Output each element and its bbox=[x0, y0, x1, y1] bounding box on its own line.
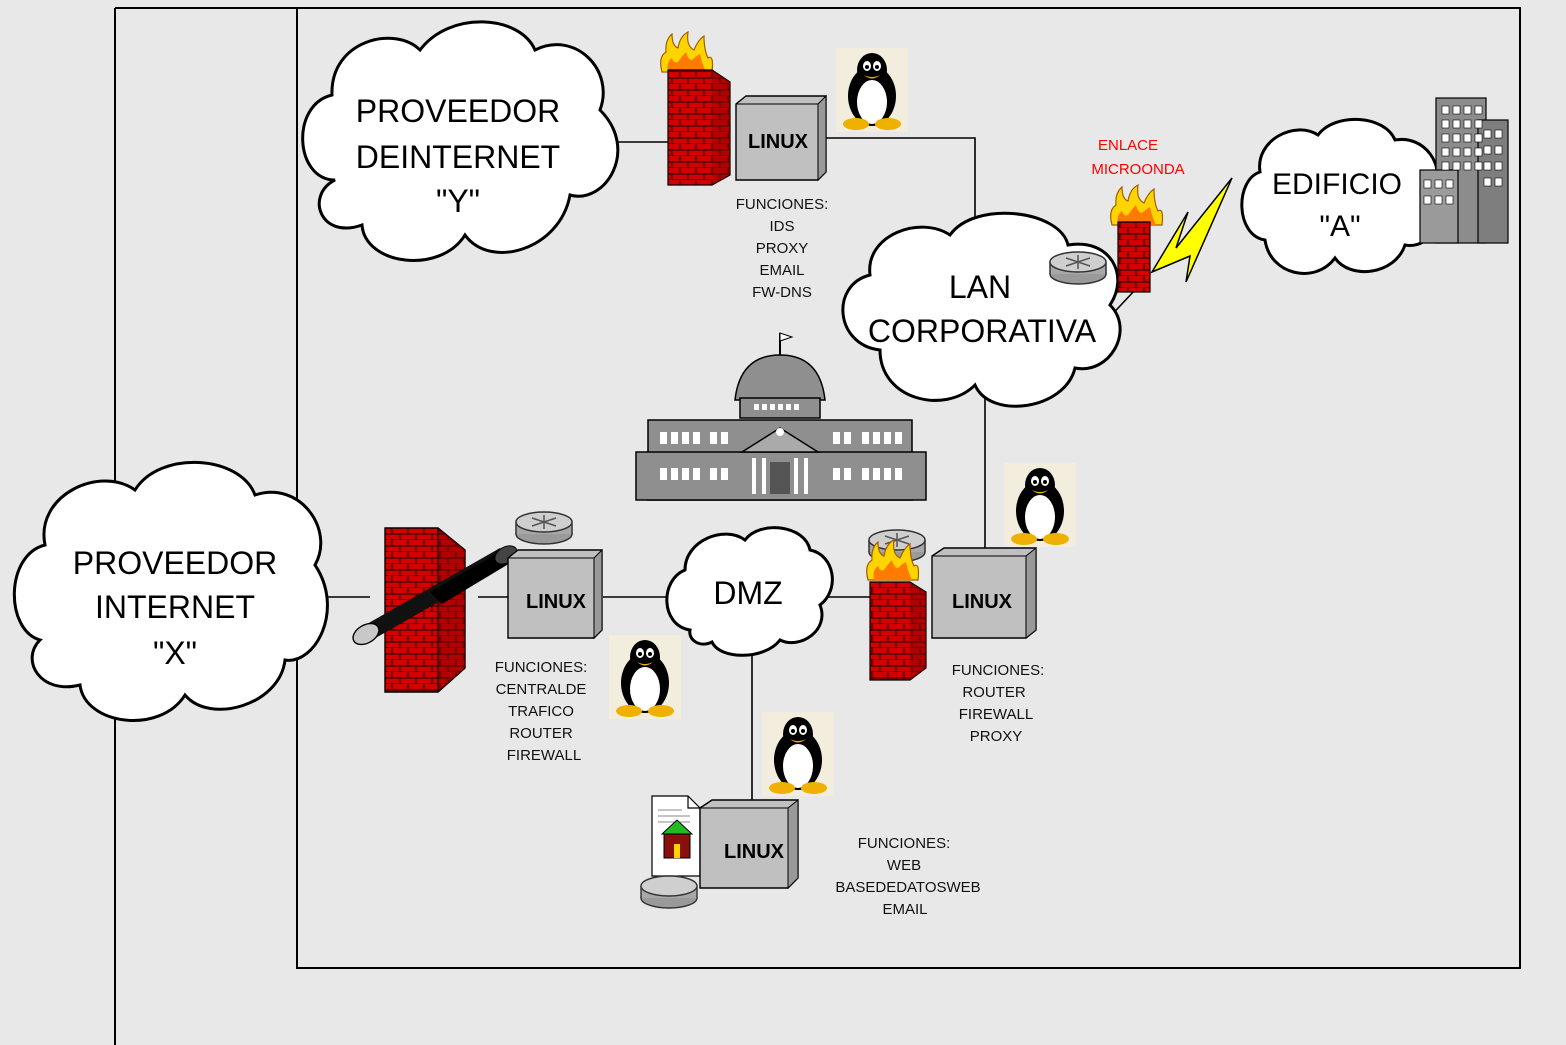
microwave-link-line2: MICROONDA bbox=[1091, 161, 1184, 178]
functions-left-line4: ROUTER bbox=[509, 725, 573, 742]
linux-server-right-label: LINUX bbox=[952, 591, 1013, 613]
penguin-right-icon bbox=[1004, 463, 1076, 547]
cloud-edificio: EDIFICIO "A" bbox=[1240, 117, 1444, 275]
government-building-icon bbox=[635, 332, 927, 501]
linux-server-top-label: LINUX bbox=[748, 131, 809, 153]
cloud-provider-y-line1: PROVEEDOR bbox=[356, 93, 560, 129]
firewall-right-icon bbox=[866, 539, 927, 681]
linux-server-left-label: LINUX bbox=[526, 591, 587, 613]
cloud-provider-x-line1: PROVEEDOR bbox=[73, 545, 277, 581]
functions-right-line2: ROUTER bbox=[962, 684, 1026, 701]
functions-bottom-line2: WEB bbox=[887, 857, 921, 874]
router-lan-icon bbox=[1049, 251, 1107, 285]
functions-top-line5: FW-DNS bbox=[752, 284, 812, 301]
cloud-lan: LAN CORPORATIVA bbox=[841, 211, 1122, 408]
functions-top-line2: IDS bbox=[769, 218, 794, 235]
functions-top-line1: FUNCIONES: bbox=[736, 196, 829, 213]
firewall-top-icon bbox=[660, 31, 731, 186]
functions-right: FUNCIONES: ROUTER FIREWALL PROXY bbox=[952, 662, 1045, 745]
functions-right-line4: PROXY bbox=[970, 728, 1023, 745]
cloud-provider-x-line3: "X" bbox=[153, 635, 197, 671]
functions-left-line5: FIREWALL bbox=[507, 747, 581, 764]
building-icon bbox=[1419, 97, 1509, 244]
lightning-icon bbox=[1150, 177, 1233, 283]
database-icon bbox=[640, 875, 698, 909]
linux-server-right: LINUX bbox=[931, 546, 1037, 640]
cloud-edificio-line2: "A" bbox=[1319, 210, 1360, 243]
functions-left-line2: CENTRALDE bbox=[496, 681, 587, 698]
functions-top-line3: PROXY bbox=[756, 240, 809, 257]
functions-bottom: FUNCIONES: WEB BASEDEDATOSWEB EMAIL bbox=[835, 835, 980, 918]
linux-server-top: LINUX bbox=[735, 94, 827, 182]
router-left-icon bbox=[515, 511, 573, 545]
cloud-lan-line2: CORPORATIVA bbox=[868, 313, 1097, 349]
firewall-left-icon bbox=[352, 527, 518, 693]
functions-left: FUNCIONES: CENTRALDE TRAFICO ROUTER FIRE… bbox=[495, 659, 588, 764]
penguin-top-icon bbox=[836, 48, 908, 132]
functions-bottom-line3: BASEDEDATOSWEB bbox=[835, 879, 980, 896]
functions-top-line4: EMAIL bbox=[759, 262, 804, 279]
cloud-provider-x-line2: INTERNET bbox=[95, 589, 255, 625]
functions-bottom-line4: EMAIL bbox=[882, 901, 927, 918]
linux-server-bottom: LINUX bbox=[699, 798, 799, 890]
microwave-link-line1: ENLACE bbox=[1098, 137, 1158, 154]
functions-left-line1: FUNCIONES: bbox=[495, 659, 588, 676]
linux-server-left: LINUX bbox=[507, 548, 603, 640]
functions-right-line1: FUNCIONES: bbox=[952, 662, 1045, 679]
microwave-link-label: ENLACE MICROONDA bbox=[1091, 137, 1184, 178]
cloud-provider-x: PROVEEDOR INTERNET "X" bbox=[12, 461, 329, 722]
cloud-provider-y-line3: "Y" bbox=[436, 183, 480, 219]
web-document-icon bbox=[651, 795, 701, 877]
cloud-edificio-line1: EDIFICIO bbox=[1272, 168, 1402, 201]
functions-top: FUNCIONES: IDS PROXY EMAIL FW-DNS bbox=[736, 196, 829, 301]
penguin-left-icon bbox=[609, 635, 681, 719]
cloud-lan-line1: LAN bbox=[949, 269, 1011, 305]
functions-left-line3: TRAFICO bbox=[508, 703, 574, 720]
cloud-dmz-label: DMZ bbox=[713, 575, 782, 611]
functions-right-line3: FIREWALL bbox=[959, 706, 1033, 723]
cloud-provider-y-line2: DEINTERNET bbox=[356, 139, 560, 175]
penguin-bottom-icon bbox=[762, 712, 834, 796]
functions-bottom-line1: FUNCIONES: bbox=[858, 835, 951, 852]
linux-server-bottom-label: LINUX bbox=[724, 841, 785, 863]
inner-frame bbox=[296, 7, 1521, 969]
cloud-dmz: DMZ bbox=[665, 526, 834, 657]
cloud-provider-y: PROVEEDOR DEINTERNET "Y" bbox=[301, 20, 620, 262]
firewall-lan-icon bbox=[1110, 184, 1164, 293]
